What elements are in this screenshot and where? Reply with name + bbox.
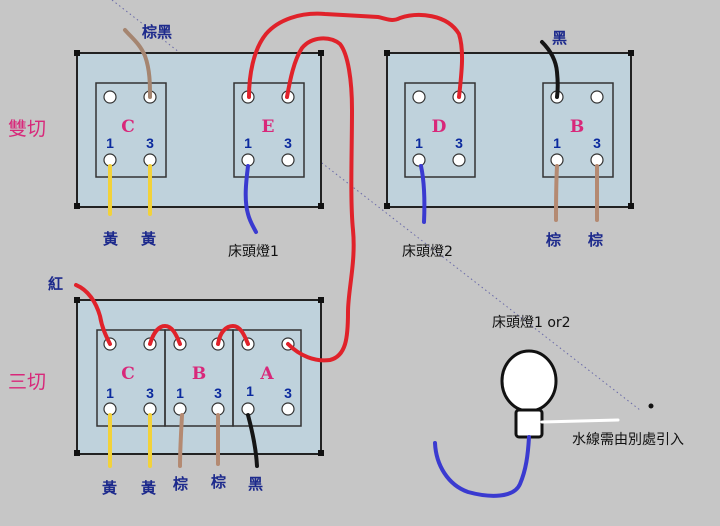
wire-label-brown-b2: 棕 [588,231,603,249]
lamp-blue-wire [433,435,531,498]
caption-bedside-lamp-either: 床頭燈1 or2 [492,315,571,331]
wire-label-red: 紅 [48,275,63,293]
terminal-1-label: 1 [246,383,254,399]
section-label-double: 雙切 [8,118,46,140]
wire-label-tri-black: 黑 [248,475,263,493]
red-wire-e-link [285,36,356,363]
triple-switch-plate [74,297,324,456]
caption-bedside-lamp-2: 床頭燈2 [402,244,453,260]
red-wire-incoming [74,283,112,346]
blue-wire-e [243,164,258,234]
double-switch-plate-left [74,50,324,209]
switch-letter: B [192,364,206,384]
switch-letter: C [121,117,135,137]
blue-wire-d [419,164,427,224]
terminal-1-label: 1 [176,385,184,401]
brown-wire-b1 [554,164,559,222]
wire-label-tri-yellow-2: 黃 [141,479,156,497]
tri-black-wire [246,413,259,468]
terminal-3-label: 3 [455,135,463,151]
black-wire-top [540,40,560,99]
red-wire-jumper-cb [148,324,182,346]
terminal-3-label: 3 [284,385,292,401]
wire-label-tri-brown-2: 棕 [211,473,226,491]
wire-label-yellow-1: 黃 [103,230,118,248]
terminal-3-label: 3 [284,135,292,151]
terminal-1-label: 1 [244,135,252,151]
terminal-1-label: 1 [415,135,423,151]
brown-wire-top [123,28,152,99]
red-wire-jumper-ba [216,324,250,346]
switch-d-double: D 1 3 [404,82,476,178]
wire-label-tri-yellow-1: 黃 [102,479,117,497]
terminal-3-label: 3 [214,385,222,401]
switch-letter: D [432,117,447,137]
caption-neutral-note: 水線需由別處引入 [572,432,684,448]
terminal-3-label: 3 [146,135,154,151]
switch-letter: A [259,364,274,384]
caption-bedside-lamp-1: 床頭燈1 [228,244,279,260]
switch-letter: B [570,117,584,137]
switch-c-triple: C 1 3 [96,329,166,427]
red-wire-main [247,11,465,99]
tri-brown-wire-1 [178,413,184,468]
terminal-1-label: 1 [106,135,114,151]
double-switch-plate-right [384,50,634,209]
terminal-3-label: 3 [146,385,154,401]
switch-letter: E [262,117,275,137]
neutral-source-dot [648,403,654,409]
wire-label-brown-black: 棕黑 [142,23,172,41]
wire-label-yellow-2: 黃 [141,230,156,248]
section-label-triple: 三切 [8,371,46,393]
terminal-1-label: 1 [106,385,114,401]
switch-a-triple: A 1 3 [232,329,302,427]
wire-label-tri-brown-1: 棕 [173,475,188,493]
lamp-white-wire [540,418,620,424]
lamp-icon [500,349,558,439]
terminal-1-label: 1 [553,135,561,151]
wire-label-brown-b1: 棕 [546,231,561,249]
guide-line [111,0,641,411]
switch-c-double: C 1 3 [95,82,167,178]
switch-letter: C [121,364,135,384]
terminal-3-label: 3 [593,135,601,151]
wire-label-black-top: 黑 [552,29,567,47]
